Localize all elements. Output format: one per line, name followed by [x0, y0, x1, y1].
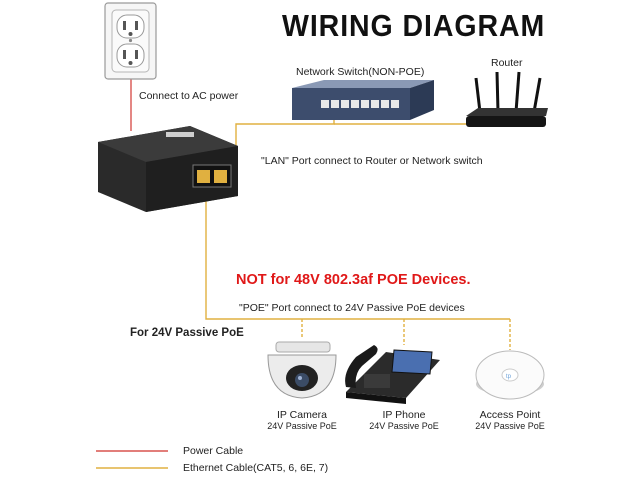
poe-injector-icon: [98, 126, 238, 212]
lan-port-label: "LAN" Port connect to Router or Network …: [261, 155, 483, 167]
ip-camera-icon: [267, 341, 337, 399]
device-sub-camera: 24V Passive PoE: [267, 421, 337, 431]
router-label: Router: [491, 57, 523, 69]
wall-outlet-icon: [104, 2, 157, 80]
device-caption-ap: Access Point 24V Passive PoE: [462, 410, 558, 432]
switch-label: Network Switch(NON-POE): [296, 66, 425, 78]
network-switch-icon: [292, 80, 434, 120]
access-point-icon: tp: [475, 350, 545, 400]
device-sub-phone: 24V Passive PoE: [369, 421, 439, 431]
passive-poe-label: For 24V Passive PoE: [130, 327, 244, 339]
poe-warning: NOT for 48V 802.3af POE Devices.: [236, 272, 471, 288]
ac-power-label: Connect to AC power: [139, 90, 239, 102]
device-sub-ap: 24V Passive PoE: [475, 421, 545, 431]
ethernet-cable-poe: [205, 186, 510, 320]
legend-power-label: Power Cable: [183, 445, 244, 457]
device-name-phone: IP Phone: [382, 409, 426, 421]
device-name-ap: Access Point: [479, 409, 541, 421]
ip-phone-icon: [345, 345, 440, 404]
device-name-camera: IP Camera: [277, 409, 327, 421]
poe-port-label: "POE" Port connect to 24V Passive PoE de…: [239, 302, 465, 314]
device-caption-phone: IP Phone 24V Passive PoE: [356, 410, 452, 432]
diagram-title: WIRING DIAGRAM: [282, 8, 546, 43]
router-icon: [466, 71, 548, 127]
legend-ethernet-label: Ethernet Cable(CAT5, 6, 6E, 7): [183, 462, 329, 474]
device-caption-camera: IP Camera 24V Passive PoE: [254, 410, 350, 432]
svg-text:tp: tp: [506, 374, 512, 380]
